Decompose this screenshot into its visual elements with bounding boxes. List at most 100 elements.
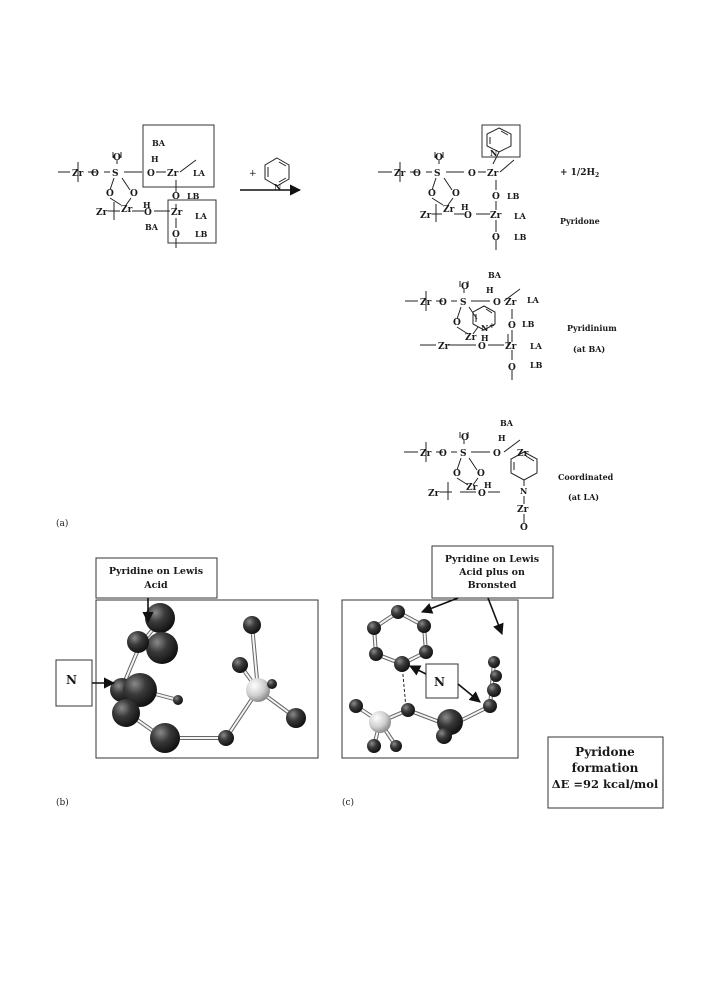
pyridine-ring-box [481,124,521,158]
atom-o: O [493,449,501,459]
atom-o: O [435,153,443,163]
charge-plus: + [489,321,495,330]
panel-c [341,599,519,759]
atom-o: O [453,469,461,479]
sulfur-atom [246,678,270,702]
atom-o: O [144,208,152,218]
label-lb: LB [522,319,535,329]
atom-s: S [434,169,441,179]
plus-sign: + [249,169,257,179]
atom-zr: Zr [466,483,478,493]
carbon-atom [146,632,178,664]
panel-c-n-box [425,663,459,699]
panel-c-callout-line3: Bronsted [468,580,517,591]
atom-zr: Zr [487,169,499,179]
atom-o: O [477,469,485,479]
panel-c-lewis-arrow [420,597,459,614]
oxygen-atom [243,616,261,634]
carbon-atom [487,683,501,697]
oxygen-atom [232,657,248,673]
oxygen-atom [367,739,381,753]
atom-o: O [492,192,500,202]
atom-h: H [151,154,159,164]
product-pyridinium-structure: BA H Zr O S O O Zr O Zr LA N + H O LB Zr… [405,270,543,380]
atom-o: O [147,169,155,179]
panel-c-n-arrow-left [408,665,427,676]
atom-zr: Zr [96,208,108,218]
atom-s: S [460,449,467,459]
atom-zr: Zr [438,342,450,352]
atom-zr: Zr [420,449,432,459]
atom-n: N [274,182,281,192]
atom-o: O [130,189,138,199]
atom-o: O [492,233,500,243]
atom-zr: Zr [465,333,477,343]
panel-c-n-label: N [434,675,445,689]
carbon-atom [145,603,175,633]
atom-zr: Zr [171,208,183,218]
panel-b-callout-line1: Pyridine on Lewis [109,566,203,577]
oxygen-atom [150,723,180,753]
oxygen-atom [267,679,277,689]
product-pyridone-label: Pyridone [560,216,600,226]
atom-zr: Zr [517,449,529,459]
oxygen-atom [286,708,306,728]
oxygen-atom [349,699,363,713]
oxygen-atom [390,740,402,752]
atom-o: O [453,318,461,328]
atom-o: O [428,189,436,199]
energy-box [547,736,664,809]
atom-zr: Zr [420,211,432,221]
atom-h: H [143,200,151,210]
atom-zr: Zr [443,205,455,215]
panel-b-n-label: N [66,673,77,687]
panel-c-frame [341,599,519,759]
panel-b-frame [95,599,319,759]
energy-box-line3: ΔE =92 kcal/mol [552,777,659,791]
carbon-atom [127,631,149,653]
nitrogen-atom [483,699,497,713]
atom-o: O [461,282,469,292]
atom-o: O [508,363,516,373]
atom-o: O [106,189,114,199]
label-lb: LB [507,191,520,201]
carbon-atom [112,699,140,727]
label-lb: LB [187,191,200,201]
energy-box-line1: Pyridone [575,745,635,759]
label-la: LA [527,295,540,305]
atom-o: O [439,298,447,308]
panel-b-n-box [55,659,93,707]
atom-o: O [172,230,180,240]
product-coordinated-label: Coordinated [558,472,614,482]
atom-zr: Zr [394,169,406,179]
oxygen-atom [436,728,452,744]
panel-b-callout-line2: Acid [143,580,168,591]
label-la: LA [530,341,543,351]
atom-zr: Zr [505,342,517,352]
atom-n: N [490,148,497,158]
atom-zr: Zr [428,489,440,499]
label-lb: LB [195,229,208,239]
atom-h: H [498,433,506,443]
atom-o: O [461,433,469,443]
label-lb: LB [530,360,543,370]
panel-c-bronsted-arrow [487,597,504,636]
reactant-bonds [58,152,197,248]
atom-zr: Zr [121,205,133,215]
carbon-atom [391,605,405,619]
atom-o: O [452,189,460,199]
product-pyridinium-site: (at BA) [573,344,605,354]
atom-o: O [113,153,121,163]
label-la: LA [514,211,527,221]
atom-zr: Zr [490,211,502,221]
atom-o: O [468,169,476,179]
sulfur-atom [369,711,391,733]
atom-o: O [439,449,447,459]
pyridine-reagent: N [264,157,290,192]
panel-c-callout-line2: Acid plus on [458,567,525,578]
label-ba: BA [500,418,514,428]
panel-c-label: (c) [342,797,354,808]
atom-o: O [520,523,528,533]
atom-o: O [508,321,516,331]
